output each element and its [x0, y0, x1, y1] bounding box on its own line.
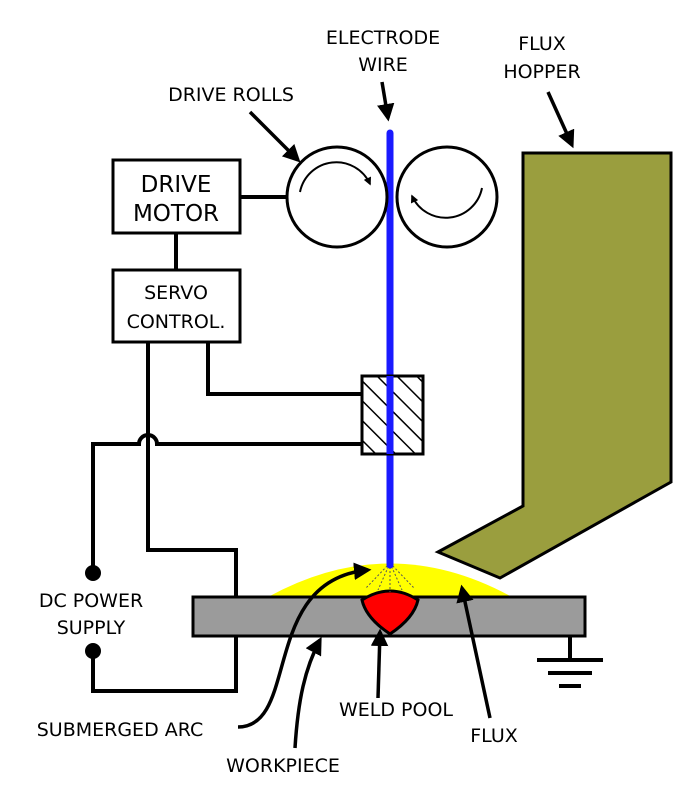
weld-pool-label: WELD POOL	[339, 699, 453, 721]
leader-arrows	[237, 81, 575, 749]
dc-power-label-1: DC POWER	[39, 590, 143, 612]
drive-roll-right	[395, 145, 499, 249]
weld-pool-arrow	[370, 628, 389, 699]
curved-arrow-icon	[411, 187, 483, 219]
flux-hopper-label-1: FLUX	[518, 33, 566, 55]
flux-hopper	[434, 151, 673, 580]
workpiece-label: WORKPIECE	[226, 755, 340, 777]
drive-rolls-label: DRIVE ROLLS	[168, 84, 294, 106]
ground-symbol-icon	[537, 658, 603, 688]
curved-arrow-icon	[299, 161, 371, 193]
servo-control-box	[111, 268, 242, 344]
electrode-wire-label-2: WIRE	[358, 54, 408, 76]
flux-hopper-label-2: HOPPER	[503, 61, 580, 83]
submerged-arc-arrow	[237, 562, 372, 729]
dc-power-label-2: SUPPLY	[57, 617, 126, 639]
drive-motor-label-1: DRIVE	[141, 172, 212, 198]
servo-control-label-2: CONTROL.	[127, 311, 226, 333]
hopper-arrow	[546, 91, 575, 149]
servo-control-label-1: SERVO	[144, 282, 208, 304]
submerged-arc-label: SUBMERGED ARC	[37, 719, 204, 741]
electrode-arrow	[377, 81, 395, 122]
drive-rolls	[285, 145, 499, 249]
wiring	[91, 195, 572, 693]
dc-terminal-positive	[85, 565, 101, 581]
drive-motor-box	[111, 158, 242, 235]
drive-rolls-arrow	[248, 110, 301, 163]
drive-motor-label-2: MOTOR	[133, 201, 219, 227]
dc-terminal-negative	[85, 643, 101, 659]
flux-arrow	[456, 584, 492, 719]
electrode-wire-label-1: ELECTRODE	[326, 27, 440, 49]
workpiece-arrow	[293, 636, 322, 749]
flux-label: FLUX	[470, 725, 518, 747]
